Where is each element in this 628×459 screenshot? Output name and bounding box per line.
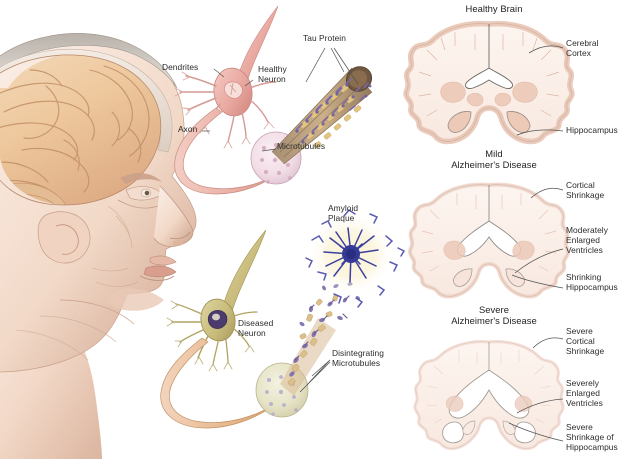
leader-disintegrating-mt xyxy=(299,359,331,393)
leader-cortical-shrinkage xyxy=(530,187,564,199)
leader-severely-enlarged-ventricles xyxy=(516,398,564,414)
label-cerebral-cortex: Cerebral Cortex xyxy=(566,38,599,59)
label-severely-enlarged-ventricles: Severely Enlarged Ventricles xyxy=(566,378,603,409)
label-tau-protein: Tau Protein xyxy=(303,33,346,43)
label-severe-cortical-shrinkage: Severe Cortical Shrinkage xyxy=(566,326,605,357)
leader-severe-cortical-shrinkage xyxy=(532,337,564,349)
leader-shrinking-hippocampus xyxy=(511,274,564,289)
label-amyloid-plaque: Amyloid Plaque xyxy=(328,203,359,224)
label-diseased-neuron: Diseased Neuron xyxy=(238,318,274,339)
tau-protein-cluster xyxy=(295,78,372,149)
label-moderately-enlarged-ventricles: Moderately Enlarged Ventricles xyxy=(566,225,608,256)
leader-moderately-enlarged-ventricles xyxy=(514,248,564,274)
leader-microtubules xyxy=(261,148,277,152)
leader-hippocampus xyxy=(516,129,564,136)
label-severe-shrinkage-of-hippocampus: Severe Shrinkage of Hippocampus xyxy=(566,422,618,453)
title-mild-alzheimers: Mild Alzheimer's Disease xyxy=(451,148,537,170)
diseased-neuron-artwork xyxy=(160,209,406,429)
label-hippocampus: Hippocampus xyxy=(566,125,618,135)
brain-slice-severe xyxy=(413,340,565,451)
title-severe-alzheimers: Severe Alzheimer's Disease xyxy=(451,304,537,326)
label-dendrites: Dendrites xyxy=(162,62,199,72)
label-healthy-neuron: Healthy Neuron xyxy=(258,64,287,85)
label-disintegrating-microtubules: Disintegrating Microtubules xyxy=(332,348,384,369)
label-cortical-shrinkage: Cortical Shrinkage xyxy=(566,180,605,201)
leader-tau-1 xyxy=(305,47,326,83)
label-microtubules: Microtubules xyxy=(277,141,326,151)
leader-tau-3 xyxy=(333,47,359,85)
brain-slice-healthy xyxy=(403,20,575,145)
leader-severe-shrinkage-hippocampus xyxy=(508,422,564,442)
leader-cerebral-cortex xyxy=(528,45,564,54)
head-profile-artwork xyxy=(0,33,197,459)
leader-healthy-neuron xyxy=(244,79,254,87)
title-healthy-brain: Healthy Brain xyxy=(465,3,523,14)
leader-tau-2 xyxy=(330,47,345,73)
leader-lines xyxy=(202,45,564,442)
label-axon: Axon xyxy=(178,124,198,134)
label-shrinking-hippocampus: Shrinking Hippocampus xyxy=(566,272,618,293)
healthy-neuron-artwork xyxy=(174,5,373,195)
leader-dendrites xyxy=(213,68,225,78)
amyloid-plaque-core xyxy=(323,227,379,283)
brain-slice-mild xyxy=(408,182,570,299)
